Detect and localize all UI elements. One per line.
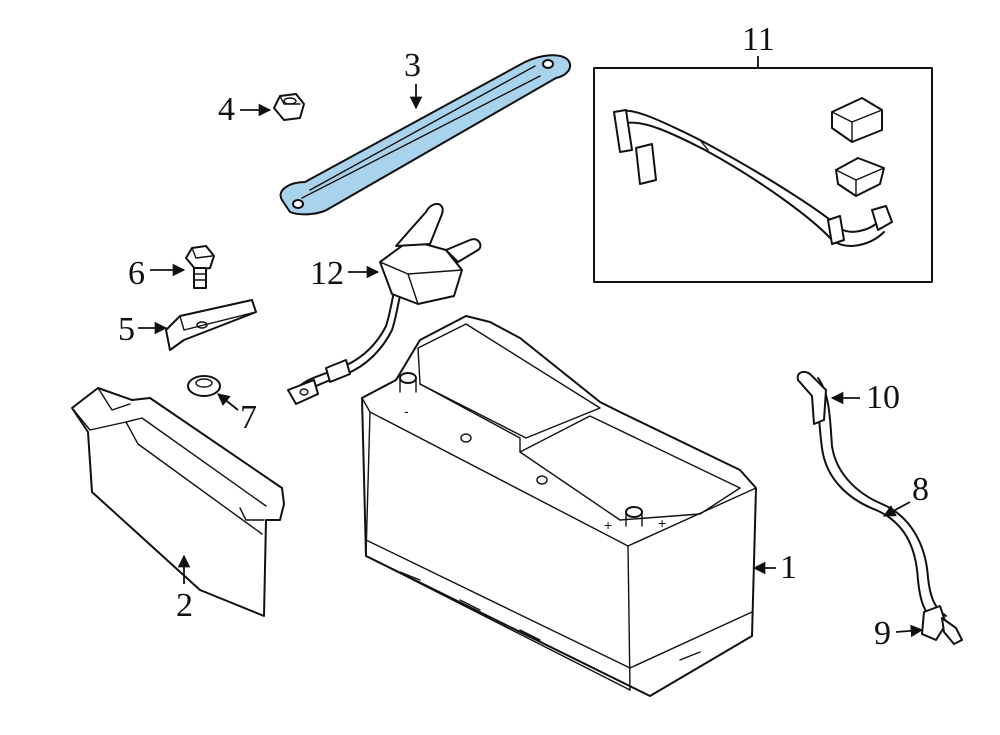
bolt-part[interactable] — [185, 245, 215, 289]
callout-12: 12 — [310, 255, 380, 292]
grommet-part[interactable] — [187, 375, 221, 397]
svg-text:1: 1 — [780, 549, 797, 586]
svg-text:6: 6 — [128, 255, 145, 292]
negative-mark: - — [404, 403, 409, 419]
svg-text:4: 4 — [218, 91, 235, 128]
plus-mark-left: + — [604, 517, 612, 533]
callout-9: 9 — [874, 615, 924, 652]
callout-1: 1 — [752, 549, 797, 586]
svg-text:7: 7 — [240, 399, 257, 436]
battery-shield-part[interactable] — [71, 387, 285, 617]
callout-10: 10 — [830, 379, 900, 416]
hold-down-bar-part[interactable] — [279, 54, 572, 216]
svg-text:9: 9 — [874, 615, 891, 652]
callout-8: 8 — [882, 471, 929, 517]
callout-7: 7 — [217, 393, 257, 436]
svg-text:8: 8 — [912, 471, 929, 508]
callout-3: 3 — [404, 47, 423, 110]
bracket-part[interactable] — [165, 299, 257, 351]
nut-part[interactable] — [273, 93, 305, 121]
svg-text:11: 11 — [742, 21, 775, 58]
svg-text:12: 12 — [310, 255, 344, 292]
svg-text:2: 2 — [176, 587, 193, 624]
callout-4: 4 — [218, 91, 272, 128]
plus-mark-right: + — [658, 515, 666, 531]
cable-assembly-box — [593, 67, 933, 283]
callout-5: 5 — [118, 311, 168, 348]
callout-6: 6 — [128, 255, 186, 292]
callout-11: 11 — [742, 21, 775, 68]
battery-part[interactable]: - + + — [361, 315, 757, 697]
svg-text:3: 3 — [404, 47, 421, 84]
sensor-cable-part[interactable] — [287, 203, 482, 405]
callout-2: 2 — [176, 554, 193, 624]
svg-text:5: 5 — [118, 311, 135, 348]
svg-text:10: 10 — [866, 379, 900, 416]
